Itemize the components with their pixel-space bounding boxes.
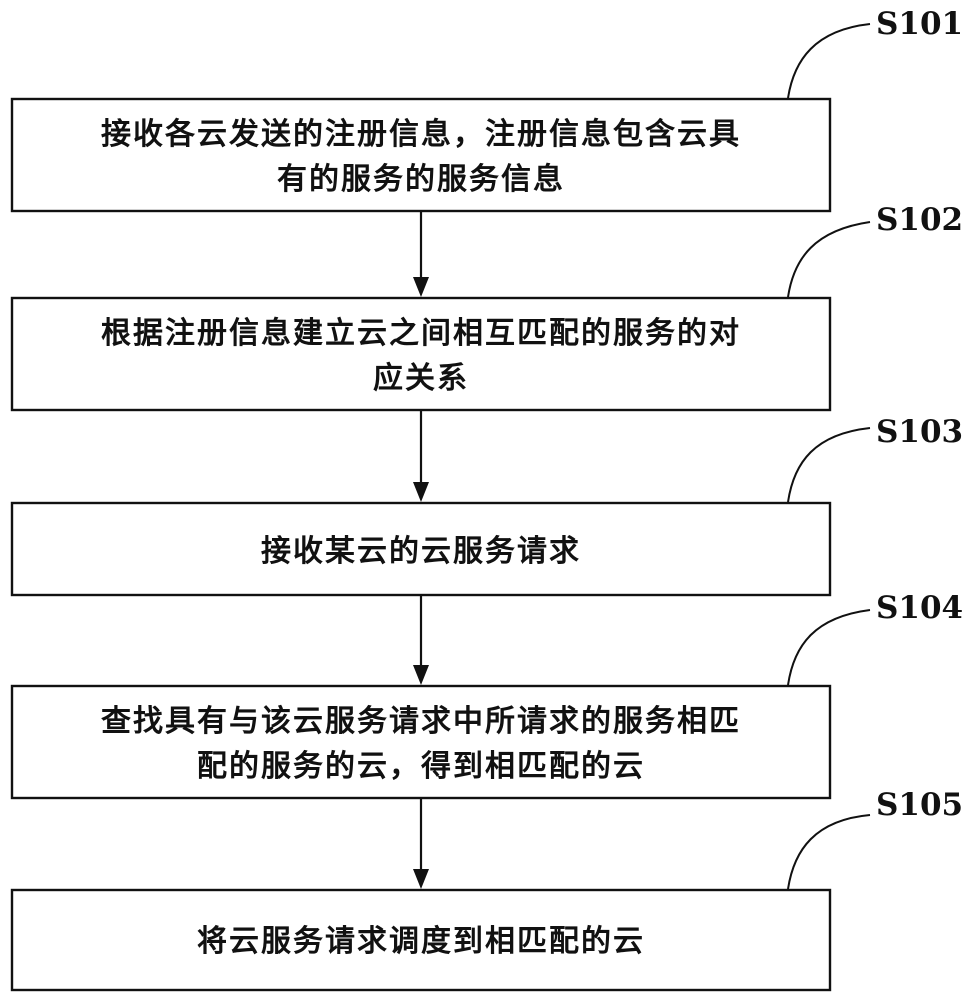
arrow-s104-to-s105 — [413, 798, 429, 889]
step-s101: 接收各云发送的注册信息，注册信息包含云具 有的服务的服务信息 S101 — [10, 6, 963, 213]
step-label-s103: S103 — [876, 414, 963, 450]
step-text-s105-line-1: 将云服务请求调度到相匹配的云 — [197, 924, 645, 959]
step-text-s101-line-2: 有的服务的服务信息 — [277, 162, 565, 197]
step-label-s101: S101 — [876, 6, 963, 42]
arrow-s103-to-s104 — [413, 595, 429, 685]
step-label-s104: S104 — [876, 590, 963, 626]
step-text-s103-line-1: 接收某云的云服务请求 — [261, 534, 581, 569]
leader-s105 — [787, 814, 871, 890]
step-text-s104-line-1: 查找具有与该云服务请求中所请求的服务相匹 — [101, 704, 741, 739]
step-box-s103 — [10, 501, 832, 597]
step-label-s102: S102 — [876, 202, 963, 238]
step-text-s102-line-2: 应关系 — [373, 361, 469, 396]
step-label-s105: S105 — [876, 787, 963, 823]
step-text-s102-line-1: 根据注册信息建立云之间相互匹配的服务的对 — [101, 316, 741, 351]
arrow-s102-to-s103 — [413, 410, 429, 502]
step-box-s101 — [10, 97, 832, 213]
leader-s102 — [787, 221, 871, 298]
step-s105: 将云服务请求调度到相匹配的云 S105 — [10, 787, 963, 992]
step-s104: 查找具有与该云服务请求中所请求的服务相匹 配的服务的云，得到相匹配的云 S104 — [10, 590, 963, 800]
arrow-s101-to-s102 — [413, 211, 429, 297]
step-s103: 接收某云的云服务请求 S103 — [10, 414, 963, 597]
leader-s101 — [787, 23, 871, 99]
step-s102: 根据注册信息建立云之间相互匹配的服务的对 应关系 S102 — [10, 202, 963, 412]
step-box-s102 — [10, 296, 832, 412]
step-text-s101-line-1: 接收各云发送的注册信息，注册信息包含云具 — [101, 117, 741, 152]
leader-s103 — [787, 427, 871, 503]
step-text-s104-line-2: 配的服务的云，得到相匹配的云 — [197, 749, 645, 784]
leader-s104 — [787, 609, 871, 686]
step-box-s105 — [10, 888, 832, 992]
step-box-s104 — [10, 684, 832, 800]
